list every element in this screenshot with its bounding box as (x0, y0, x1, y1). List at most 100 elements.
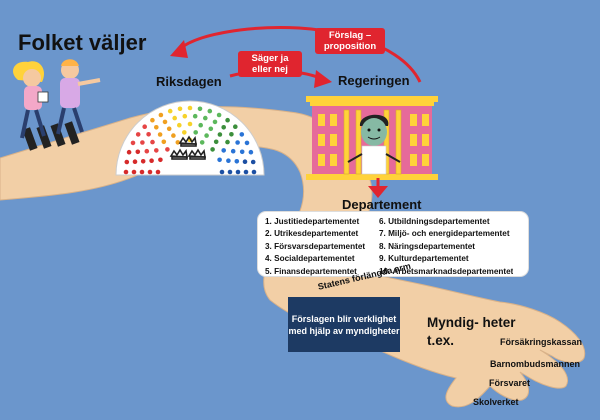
parliament-seat (192, 113, 198, 119)
parliament-seat (225, 117, 230, 123)
parliament-seat (124, 159, 130, 165)
arrow-down-departement (368, 178, 388, 198)
building-window (330, 134, 337, 146)
parliament-seat (239, 132, 245, 137)
agency-label: Barnombudsmannen (490, 359, 581, 369)
parliament-seat (199, 140, 205, 145)
building-window (318, 134, 325, 146)
agency-label: Försvaret (489, 378, 531, 388)
parliament-seat (213, 139, 219, 145)
myndigheter-label: Myndig- heter t.ex. (427, 315, 516, 348)
page-title: Folket väljer (18, 30, 147, 55)
parliament-seat (235, 140, 240, 145)
parliament-seat (230, 148, 236, 154)
parliament-seat (147, 169, 153, 175)
parliament-seat (130, 140, 136, 146)
parliament-seat (177, 122, 182, 128)
parliament-seat (149, 158, 154, 163)
parliament-seat (226, 158, 231, 163)
parliament-seat (248, 149, 254, 155)
decision-label: Säger ja eller nej (238, 51, 302, 77)
departement-item: 8. Näringsdepartementet (379, 241, 476, 251)
parliament-seat (150, 139, 155, 145)
parliament-seat (234, 159, 240, 164)
parliament-seat (155, 169, 161, 175)
parliament-seat (235, 169, 241, 175)
regeringen-label: Regeringen (338, 73, 410, 88)
crosswalk (22, 121, 80, 151)
proposition-label: Förslag – proposition (315, 28, 385, 54)
departement-item: 1. Justitiedepartementet (265, 217, 360, 226)
departement-item: 6. Utbildningsdepartementet (379, 217, 490, 226)
parliament-seat (227, 169, 233, 175)
building-window (422, 134, 429, 146)
parliament-seat (144, 148, 150, 154)
departement-item: 4. Socialdepartementet (265, 254, 355, 264)
building-window (422, 154, 429, 166)
building-window (410, 134, 417, 146)
parliament-seat (233, 124, 238, 129)
parliament-seat (135, 149, 141, 155)
parliament-seat (132, 159, 138, 164)
parliament-seat (142, 124, 147, 129)
myndigheter-info-box: Förslagen blir verklighet med hjälp av m… (288, 297, 400, 352)
parliament-seat (166, 126, 172, 132)
parliament-seat (167, 108, 173, 114)
building-window (330, 154, 337, 166)
parliament-seat (208, 126, 214, 132)
parliament-seat (210, 147, 215, 152)
parliament-seat (198, 122, 203, 128)
parliament-seat (126, 149, 132, 155)
riksdagen-label: Riksdagen (156, 74, 222, 89)
parliament-seat (216, 112, 222, 118)
parliament-seat (175, 140, 181, 145)
parliament-seat (204, 133, 209, 138)
parliament-seat (172, 115, 177, 121)
building-window (422, 114, 429, 126)
parliament-seat (150, 117, 155, 123)
person-left (13, 61, 49, 139)
parliament-seat (140, 159, 146, 164)
parliament-seat (225, 139, 230, 145)
arrow-proposition (170, 26, 422, 83)
parliament-seat (229, 132, 234, 137)
parliament-seats (123, 105, 257, 175)
parliament-seat (139, 169, 145, 175)
parliament-seat (221, 125, 226, 130)
departement-item: 5. Finansdepartementet (265, 266, 357, 276)
parliament-seat (123, 169, 129, 175)
departement-item: 7. Miljö- och energidepartementet (379, 229, 510, 239)
parliament-seat (197, 106, 203, 112)
parliament-seat (154, 125, 159, 130)
building-window (410, 154, 417, 166)
departement-item: 3. Försvarsdepartementet (265, 241, 366, 251)
agency-label: Skolverket (473, 397, 519, 407)
parliament-seat (239, 149, 245, 155)
person-right (56, 59, 101, 135)
parliament-seat (207, 108, 213, 114)
parliament-seat (162, 119, 168, 125)
parliament-seat (250, 159, 256, 165)
departement-title: Departement (342, 197, 422, 212)
building-window (330, 114, 337, 126)
departement-item: 10. Arbetsmarknadsdepartementet (379, 266, 514, 276)
parliament-seat (193, 130, 198, 135)
parliament-seat (182, 130, 187, 135)
parliament-seat (219, 169, 225, 175)
parliament-seat (187, 105, 193, 111)
building-window (410, 114, 417, 126)
parliament-seat (158, 112, 164, 118)
parliament-seat (251, 169, 257, 175)
parliament-seat (182, 113, 188, 119)
parliament-chamber (115, 100, 265, 176)
parliament-seat (217, 157, 222, 163)
parliament-seat (154, 148, 159, 153)
building-windows (318, 114, 429, 166)
parliament-seat (135, 132, 141, 137)
parliament-seat (243, 169, 249, 175)
parliament-seat (165, 147, 170, 152)
departement-list-box: 1. Justitiedepartementet 2. Utrikesdepar… (258, 212, 528, 276)
departement-item: 2. Utrikesdepartementet (265, 229, 359, 239)
parliament-seat (203, 115, 208, 121)
